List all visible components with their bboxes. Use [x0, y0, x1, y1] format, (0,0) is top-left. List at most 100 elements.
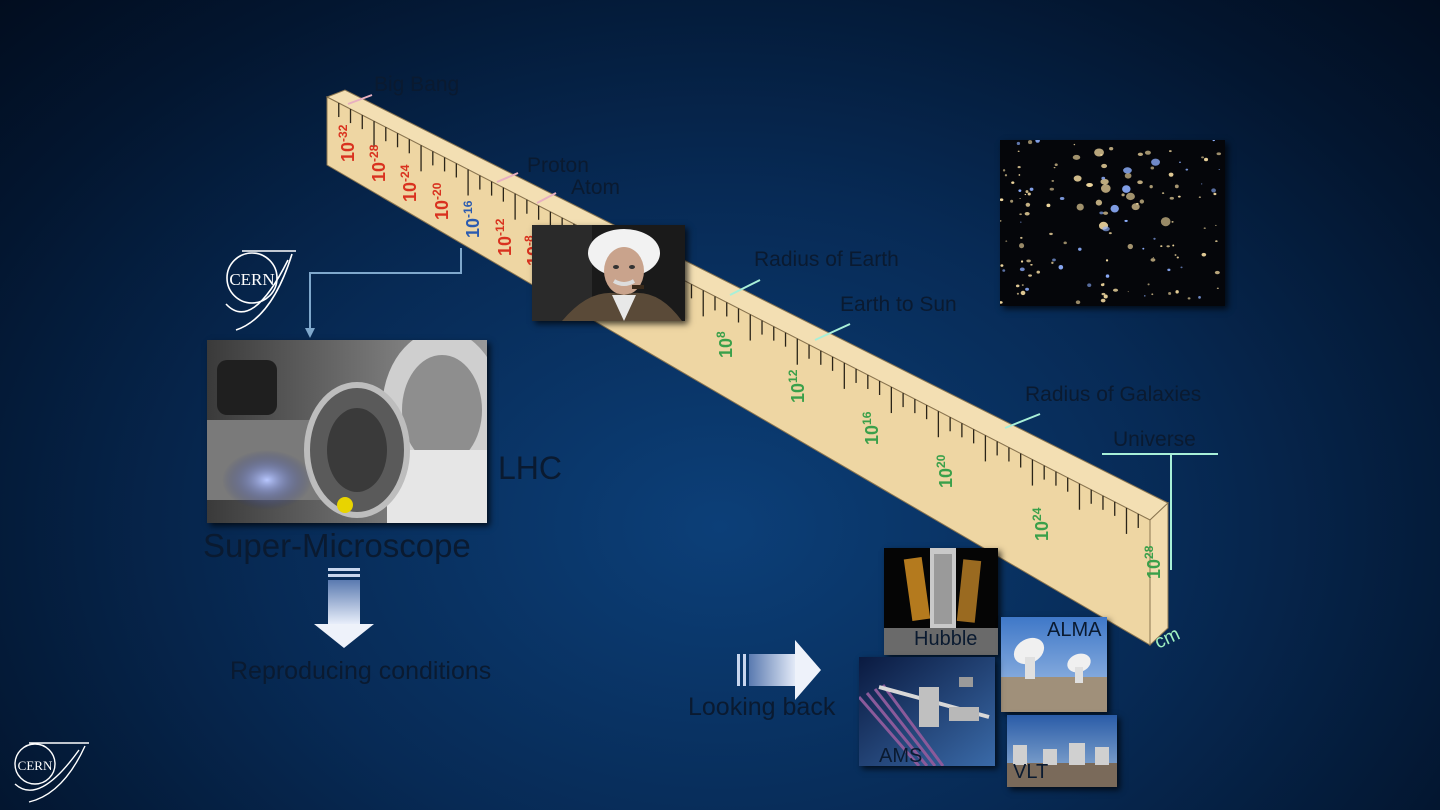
- exponent-label: 1020: [934, 454, 956, 488]
- galaxy-dot: [1051, 261, 1054, 264]
- galaxy-dot: [1016, 292, 1019, 295]
- galaxy-dot: [1215, 224, 1217, 226]
- galaxy-dot: [1105, 274, 1110, 278]
- galaxy-dot: [1011, 181, 1015, 184]
- galaxy-dot: [1110, 204, 1119, 213]
- galaxy-dot: [1201, 156, 1204, 159]
- galaxy-dot: [1019, 267, 1025, 272]
- galaxy-dot: [1100, 298, 1106, 303]
- galaxy-dot: [1095, 199, 1103, 206]
- galaxy-dot: [1027, 140, 1033, 145]
- galaxy-dot: [1177, 195, 1181, 198]
- galaxy-dot: [1018, 174, 1021, 176]
- galaxy-dot: [1211, 188, 1216, 193]
- galaxy-dot: [1169, 196, 1174, 200]
- galaxy-dot: [1100, 178, 1109, 185]
- galaxy-dot: [1105, 259, 1109, 262]
- galaxy-dot: [1101, 292, 1106, 296]
- galaxy-dot: [1187, 297, 1191, 300]
- galaxy-dot: [1063, 241, 1067, 245]
- exponent-label: 10-20: [430, 182, 452, 220]
- galaxy-dot: [1218, 168, 1221, 171]
- galaxy-dot: [1020, 236, 1023, 239]
- galaxy-dot: [1076, 203, 1084, 211]
- cern-logo-bottom-text: CERN: [18, 758, 53, 773]
- galaxy-dot: [1124, 172, 1132, 179]
- galaxy-dot: [1174, 184, 1179, 189]
- exponent-label: 10-24: [398, 164, 420, 202]
- galaxy-dot: [1002, 169, 1006, 172]
- galaxy-dot: [1035, 140, 1040, 143]
- exponent-label: 1016: [860, 411, 882, 445]
- galaxy-dot: [1017, 165, 1021, 169]
- cern-logo-top-text: CERN: [229, 270, 274, 289]
- exponent-label: 10-28: [367, 144, 389, 182]
- vlt-label: VLT: [1013, 761, 1049, 783]
- galaxy-dot: [1167, 268, 1171, 272]
- galaxy-dot: [1143, 295, 1146, 297]
- looking-back-label: Looking back: [688, 693, 836, 721]
- label-universe: Universe: [1113, 428, 1196, 451]
- galaxy-dot: [1150, 166, 1155, 170]
- galaxy-dot: [1051, 179, 1055, 182]
- label-earth-sun: Earth to Sun: [840, 293, 957, 316]
- galaxy-dot: [1058, 264, 1064, 270]
- reproducing-conditions-label: Reproducing conditions: [230, 657, 492, 685]
- alma-photo: ALMA: [1001, 617, 1107, 712]
- ams-label: AMS: [879, 745, 923, 766]
- galaxy-dot: [1024, 212, 1030, 216]
- lhc-label: LHC: [498, 450, 563, 486]
- galaxy-dot: [1185, 168, 1189, 171]
- label-radius-galaxies: Radius of Galaxies: [1025, 383, 1202, 406]
- galaxy-dot: [1101, 176, 1106, 180]
- galaxy-dot: [1212, 140, 1215, 142]
- cern-logo-bottom: CERN: [14, 742, 89, 803]
- right-arrow-icon: [737, 640, 821, 700]
- galaxy-dot: [1149, 184, 1153, 189]
- galaxy-dot: [1172, 244, 1175, 247]
- galaxy-dot: [1036, 270, 1041, 274]
- galaxy-dot: [1025, 202, 1031, 207]
- galaxy-dot: [1142, 247, 1145, 250]
- galaxy-dot: [1016, 141, 1021, 146]
- galaxy-dot: [1175, 290, 1179, 294]
- galaxy-dot: [1214, 270, 1220, 275]
- galaxy-dot: [1026, 259, 1031, 263]
- exponent-label: 1028: [1142, 545, 1164, 579]
- galaxy-dot: [1201, 183, 1203, 185]
- galaxy-dot: [1073, 143, 1076, 146]
- exponent-label: 10-12: [493, 218, 515, 256]
- galaxy-dot: [1021, 284, 1024, 286]
- galaxy-dot: [1121, 193, 1125, 197]
- galaxy-dot: [1123, 167, 1132, 174]
- galaxy-dot: [1019, 243, 1025, 249]
- galaxy-dot: [1151, 293, 1154, 296]
- alma-label: ALMA: [1047, 619, 1102, 641]
- galaxy-dot: [1144, 150, 1151, 155]
- galaxy-dot: [1000, 301, 1003, 304]
- galaxy-dot: [1094, 148, 1104, 157]
- galaxy-dot: [1131, 203, 1140, 211]
- galaxy-dot: [1122, 185, 1131, 193]
- hubble-photo: Hubble: [884, 548, 998, 655]
- galaxy-dot: [1204, 157, 1209, 162]
- galaxy-dot: [1019, 213, 1022, 216]
- ams-photo: AMS: [859, 657, 995, 766]
- galaxy-dot: [1201, 252, 1207, 257]
- galaxy-dot: [1198, 196, 1201, 198]
- galaxy-dot: [1103, 294, 1108, 299]
- galaxy-dot: [1052, 258, 1056, 262]
- galaxy-dot: [1049, 232, 1053, 236]
- galaxy-dot: [1135, 202, 1139, 205]
- galaxy-dot: [1054, 163, 1058, 167]
- galaxy-dot: [1161, 192, 1165, 195]
- galaxy-dot: [1059, 197, 1065, 201]
- galaxy-dot: [1108, 232, 1112, 235]
- galaxy-dot: [1112, 288, 1119, 292]
- galaxy-dot: [1216, 287, 1219, 290]
- galaxy-dot: [1053, 167, 1056, 169]
- down-arrow-icon: [314, 568, 374, 648]
- galaxy-dot: [1137, 152, 1144, 157]
- galaxy-dot: [1102, 226, 1110, 232]
- galaxy-dot: [1005, 240, 1008, 242]
